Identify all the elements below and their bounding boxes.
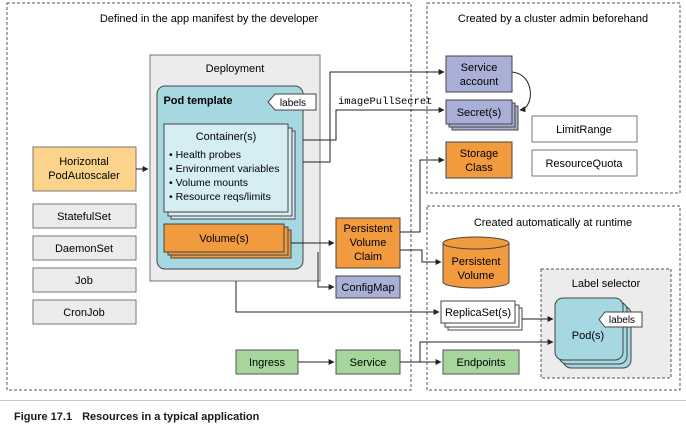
resourcequota-label: ResourceQuota xyxy=(545,158,623,170)
volumes-stack: Volume(s) xyxy=(163,223,292,259)
endpoints-label: Endpoints xyxy=(457,357,506,369)
statefulset-label: StatefulSet xyxy=(57,211,111,223)
region-app-manifest-label: Defined in the app manifest by the devel… xyxy=(100,13,319,25)
resourcequota-box: ResourceQuota xyxy=(531,149,638,177)
labels-tag-pods: labels xyxy=(598,311,643,328)
region-cluster-admin: Created by a cluster admin beforehand xyxy=(426,2,681,194)
pods-label: Pod(s) xyxy=(572,330,604,342)
figure-caption: Figure 17.1 Resources in a typical applic… xyxy=(14,411,259,423)
replicasets-stack: ReplicaSet(s) xyxy=(440,300,523,331)
ingress-box: Ingress xyxy=(235,349,299,375)
region-app-manifest: Defined in the app manifest by the devel… xyxy=(6,2,412,391)
image-pull-secret-label: imagePullSecret xyxy=(338,96,433,108)
secrets-label: Secret(s) xyxy=(457,107,502,119)
limitrange-box: LimitRange xyxy=(531,115,638,143)
labels-tag-template-text: labels xyxy=(280,98,306,109)
container-item-health-probes: • Health probes xyxy=(169,149,241,161)
labels-tag-template: labels xyxy=(267,93,317,111)
daemonset-label: DaemonSet xyxy=(55,243,113,255)
daemonset-box: DaemonSet xyxy=(32,235,137,261)
figure-number: Figure 17.1 xyxy=(14,411,73,423)
job-box: Job xyxy=(32,267,137,293)
edge-volumes-configmap xyxy=(317,252,335,290)
deployment-label: Deployment xyxy=(206,63,265,75)
service-box: Service xyxy=(335,349,401,375)
edge-pvc-pv xyxy=(400,249,442,265)
caption-rule xyxy=(0,400,686,401)
edge-deployment-replicasets xyxy=(235,281,440,315)
limitrange-label: LimitRange xyxy=(556,124,612,136)
persistent-volume-cylinder: Persistent Volume xyxy=(442,236,510,289)
cronjob-label: CronJob xyxy=(63,307,105,319)
cronjob-box: CronJob xyxy=(32,299,137,325)
storage-class-box: Storage Class xyxy=(445,141,513,179)
connectors xyxy=(136,69,554,365)
pod-template-label: Pod template xyxy=(163,95,232,107)
container-item-resources: • Resource reqs/limits xyxy=(169,191,271,203)
job-label: Job xyxy=(75,275,93,287)
service-account-line-1: Service xyxy=(461,62,498,74)
hpa-line-2: PodAutoscaler xyxy=(48,170,120,182)
container-item-volume-mounts: • Volume mounts xyxy=(169,177,248,189)
edge-serviceaccount-secrets xyxy=(511,71,531,113)
configmap-label: ConfigMap xyxy=(341,282,394,294)
service-account-line-2: account xyxy=(460,76,499,88)
storage-class-line-1: Storage xyxy=(460,148,499,160)
pv-line-1: Persistent xyxy=(452,256,501,268)
replicasets-label: ReplicaSet(s) xyxy=(445,307,511,319)
pv-line-2: Volume xyxy=(458,270,495,282)
endpoints-box: Endpoints xyxy=(442,349,520,375)
statefulset-box: StatefulSet xyxy=(32,203,137,229)
pvc-line-1: Persistent xyxy=(344,223,393,235)
labels-tag-pods-text: labels xyxy=(609,315,635,326)
containers-title: Container(s) xyxy=(196,131,257,143)
storage-class-line-2: Class xyxy=(465,162,493,174)
service-account-box: Service account xyxy=(445,55,513,93)
secrets-stack: Secret(s) xyxy=(445,99,519,131)
hpa-line-1: Horizontal xyxy=(59,156,109,168)
pvc-line-3: Claim xyxy=(354,251,382,263)
label-selector-label: Label selector xyxy=(572,278,641,290)
container-item-env-vars: • Environment variables xyxy=(169,163,279,175)
edge-pod-serviceaccount xyxy=(303,69,445,163)
hpa-box: Horizontal PodAutoscaler xyxy=(32,146,137,192)
edge-pod-secrets xyxy=(303,107,445,141)
ingress-label: Ingress xyxy=(249,357,286,369)
pods-stack: Pod(s) xyxy=(554,297,632,369)
pvc-line-2: Volume xyxy=(350,237,387,249)
containers-stack: Container(s) • Health probes • Environme… xyxy=(163,123,296,220)
configmap-box: ConfigMap xyxy=(335,275,401,299)
region-cluster-admin-label: Created by a cluster admin beforehand xyxy=(458,13,648,25)
volumes-label: Volume(s) xyxy=(199,233,249,245)
region-runtime: Created automatically at runtime xyxy=(426,205,681,391)
edge-pvc-storageclass xyxy=(400,157,445,233)
service-label: Service xyxy=(350,357,387,369)
region-runtime-label: Created automatically at runtime xyxy=(474,217,632,229)
pvc-box: Persistent Volume Claim xyxy=(335,217,401,269)
edge-service-pods xyxy=(419,339,554,362)
figure-title: Resources in a typical application xyxy=(82,411,260,423)
